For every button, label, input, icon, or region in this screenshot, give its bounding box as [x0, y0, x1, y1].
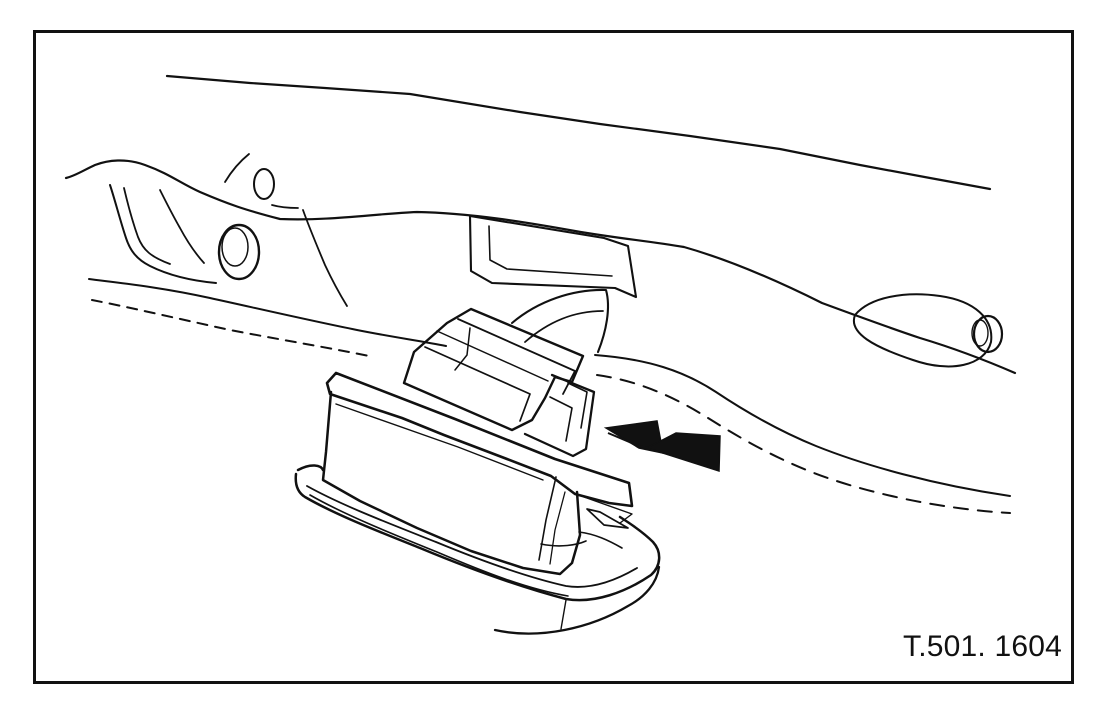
figure-frame: [33, 30, 1074, 684]
arrow-icon: [606, 421, 720, 471]
connector-icon: [404, 290, 608, 456]
housing-icon: [296, 373, 659, 634]
vehicle-panel-icon: [66, 76, 1015, 513]
figure-reference-code: T.501. 1604: [903, 630, 1062, 663]
